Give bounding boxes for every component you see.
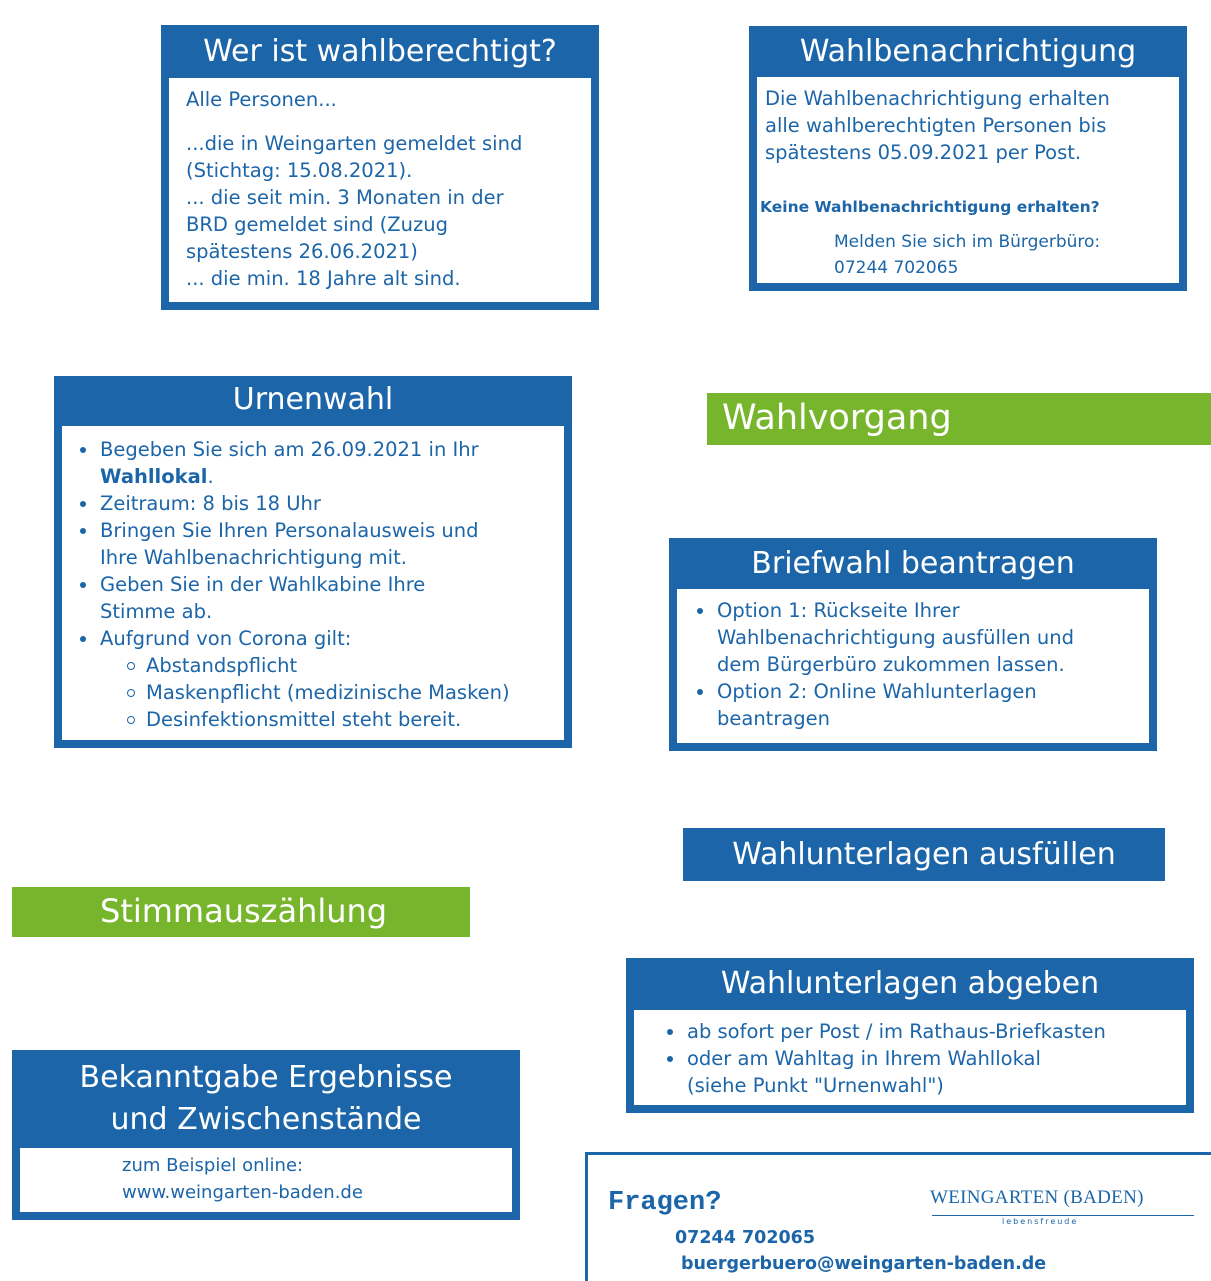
text-line: zum Beispiel online:	[122, 1155, 304, 1176]
list-item: Aufgrund von Corona gilt:	[80, 625, 572, 652]
list-item: ... die seit min. 3 Monaten in der	[186, 186, 504, 209]
wahlberechtigt-box: Alle Personen... ...die in Weingarten ge…	[161, 78, 599, 310]
wahlbenachrichtigung-title: Wahlbenachrichtigung	[749, 26, 1187, 77]
ausfuellen-title: Wahlunterlagen ausfüllen	[683, 828, 1165, 881]
weingarten-logo: WEINGARTEN (BADEN) lebensfreude	[839, 1155, 1210, 1226]
bekanntgabe-text: zum Beispiel online: www.weingarten-bade…	[122, 1152, 363, 1206]
list-item: oder am Wahltag in Ihrem Wahllokal(siehe…	[667, 1045, 1106, 1099]
wahlbenachrichtigung-contact: Melden Sie sich im Bürgerbüro: 07244 702…	[834, 229, 1100, 281]
text-line: www.weingarten-baden.de	[122, 1182, 363, 1203]
briefwahl-title: Briefwahl beantragen	[669, 538, 1157, 589]
abgeben-title: Wahlunterlagen abgeben	[626, 958, 1194, 1010]
list-item: (Stichtag: 15.08.2021).	[186, 159, 413, 182]
logo-tagline	[932, 1215, 1194, 1216]
list-item: Zeitraum: 8 bis 18 Uhr	[80, 490, 572, 517]
briefwahl-list: Option 1: Rückseite Ihrer Wahlbenachrich…	[677, 597, 1074, 732]
list-item: spätestens 26.06.2021)	[186, 240, 418, 263]
list-item: ... die min. 18 Jahre alt sind.	[186, 267, 461, 290]
list-item: ...die in Weingarten gemeldet sind	[186, 132, 523, 155]
wahlbenachrichtigung-question: Keine Wahlbenachrichtigung erhalten?	[760, 198, 1100, 216]
logo-name: WEINGARTEN (BADEN)	[930, 1187, 1144, 1208]
wahlbenachrichtigung-text: Die Wahlbenachrichtigung erhalten alle w…	[765, 85, 1110, 166]
fragen-box: Fragen? 07244 702065 buergerbuero@weinga…	[585, 1152, 1211, 1281]
logo-tagline-text: lebensfreude	[1002, 1217, 1079, 1226]
fragen-title: Fragen?	[608, 1188, 722, 1218]
text-line: alle wahlberechtigten Personen bis	[765, 114, 1107, 137]
sub-list-item: Desinfektionsmittel steht bereit.	[127, 706, 572, 733]
list-item: ab sofort per Post / im Rathaus-Briefkas…	[667, 1020, 1106, 1043]
list-item: Option 2: Online Wahlunterlagen beantrag…	[697, 678, 1074, 732]
briefwahl-box: Option 1: Rückseite Ihrer Wahlbenachrich…	[669, 589, 1157, 751]
wahlberechtigt-intro: Alle Personen...	[186, 88, 337, 111]
text-line: 07244 702065	[834, 258, 959, 278]
wahlberechtigt-title: Wer ist wahlberechtigt?	[161, 25, 599, 78]
text-line: Die Wahlbenachrichtigung erhalten	[765, 87, 1110, 110]
abgeben-box: ab sofort per Post / im Rathaus-Briefkas…	[626, 1010, 1194, 1113]
bekanntgabe-title: Bekanntgabe Ergebnisse und Zwischenständ…	[12, 1050, 520, 1148]
wahlvorgang-banner: Wahlvorgang	[707, 393, 1211, 445]
text-line: spätestens 05.09.2021 per Post.	[765, 141, 1082, 164]
bekanntgabe-box: zum Beispiel online: www.weingarten-bade…	[12, 1148, 520, 1220]
title-line: und Zwischenstände	[110, 1102, 422, 1137]
urnenwahl-title: Urnenwahl	[54, 376, 572, 426]
stimmauszaehlung-banner: Stimmauszählung	[12, 887, 470, 937]
fragen-email[interactable]: buergerbuero@weingarten-baden.de	[681, 1254, 1047, 1274]
text-line: Melden Sie sich im Bürgerbüro:	[834, 232, 1101, 252]
sub-list-item: Maskenpflicht (medizinische Masken)	[127, 679, 572, 706]
fragen-phone[interactable]: 07244 702065	[675, 1228, 816, 1248]
wahlbenachrichtigung-box: Die Wahlbenachrichtigung erhalten alle w…	[749, 77, 1187, 291]
sub-list-item: Abstandspflicht	[127, 652, 572, 679]
list-item: BRD gemeldet sind (Zuzug	[186, 213, 448, 236]
wahlberechtigt-list: ...die in Weingarten gemeldet sind (Stic…	[186, 130, 522, 292]
list-item: Option 1: Rückseite Ihrer Wahlbenachrich…	[697, 599, 1074, 676]
title-line: Bekanntgabe Ergebnisse	[79, 1060, 453, 1095]
abgeben-list: ab sofort per Post / im Rathaus-Briefkas…	[634, 1018, 1106, 1099]
